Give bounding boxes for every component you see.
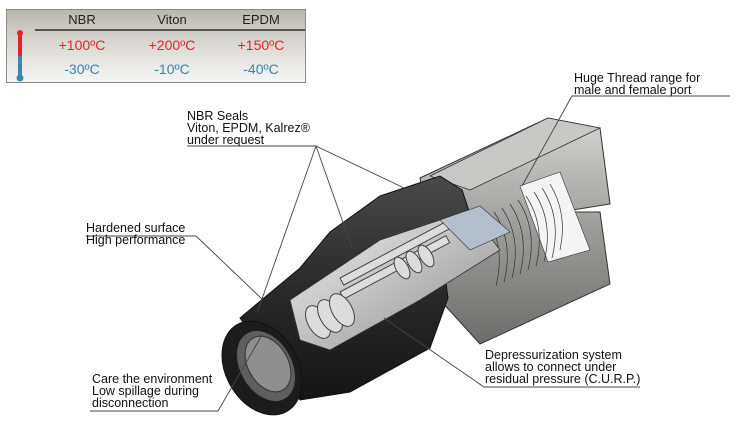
annotation-depressurization-line: residual pressure (C.U.R.P.) <box>485 372 641 386</box>
min-temp-epdm: -40ºC <box>243 61 279 77</box>
annotation-seals-line: Viton, EPDM, Kalrez® <box>187 121 310 135</box>
leader-lines <box>86 95 730 412</box>
annotation-surface: Hardened surface High performance <box>86 221 186 247</box>
annotation-seals-line: under request <box>187 133 265 147</box>
annotation-thread: Huge Thread range for male and female po… <box>574 71 701 97</box>
annotation-environment-line: Low spillage during <box>92 384 200 398</box>
annotation-depressurization-line: allows to connect under <box>485 360 617 374</box>
leader-depressurization <box>383 317 640 388</box>
annotation-surface-line: Hardened surface <box>86 221 186 235</box>
annotation-thread-line: male and female port <box>574 83 692 97</box>
annotation-surface-line: High performance <box>86 233 186 247</box>
column-header-nbr: NBR <box>68 12 96 27</box>
leader-surface <box>86 235 263 300</box>
annotation-seals: NBR Seals Viton, EPDM, Kalrez® under req… <box>187 109 310 147</box>
valve-mechanism <box>289 205 511 351</box>
column-header-epdm: EPDM <box>242 12 280 27</box>
annotation-environment-line: disconnection <box>92 396 169 410</box>
max-temp-viton: +200ºC <box>148 37 196 53</box>
leader-thread <box>521 95 730 187</box>
thermometer-icon <box>16 30 24 82</box>
annotation-environment: Care the environment Low spillage during… <box>92 372 213 410</box>
max-temp-epdm: +150ºC <box>237 37 285 53</box>
annotation-depressurization: Depressurization system allows to connec… <box>485 348 641 386</box>
annotation-thread-line: Huge Thread range for <box>574 71 701 85</box>
max-temp-nbr: +100ºC <box>58 37 106 53</box>
column-header-viton: Viton <box>157 12 187 27</box>
coupling-nipple-body <box>419 117 611 345</box>
min-temp-viton: -10ºC <box>154 61 190 77</box>
leader-environment <box>90 334 263 412</box>
annotation-depressurization-line: Depressurization system <box>485 348 622 362</box>
annotation-seals-line: NBR Seals <box>187 109 249 123</box>
min-temp-nbr: -30ºC <box>64 61 100 77</box>
temperature-table: NBR Viton EPDM +100ºC +200ºC +150ºC -30º… <box>6 9 306 83</box>
table-header-rule <box>35 29 305 31</box>
annotation-environment-line: Care the environment <box>92 372 213 386</box>
